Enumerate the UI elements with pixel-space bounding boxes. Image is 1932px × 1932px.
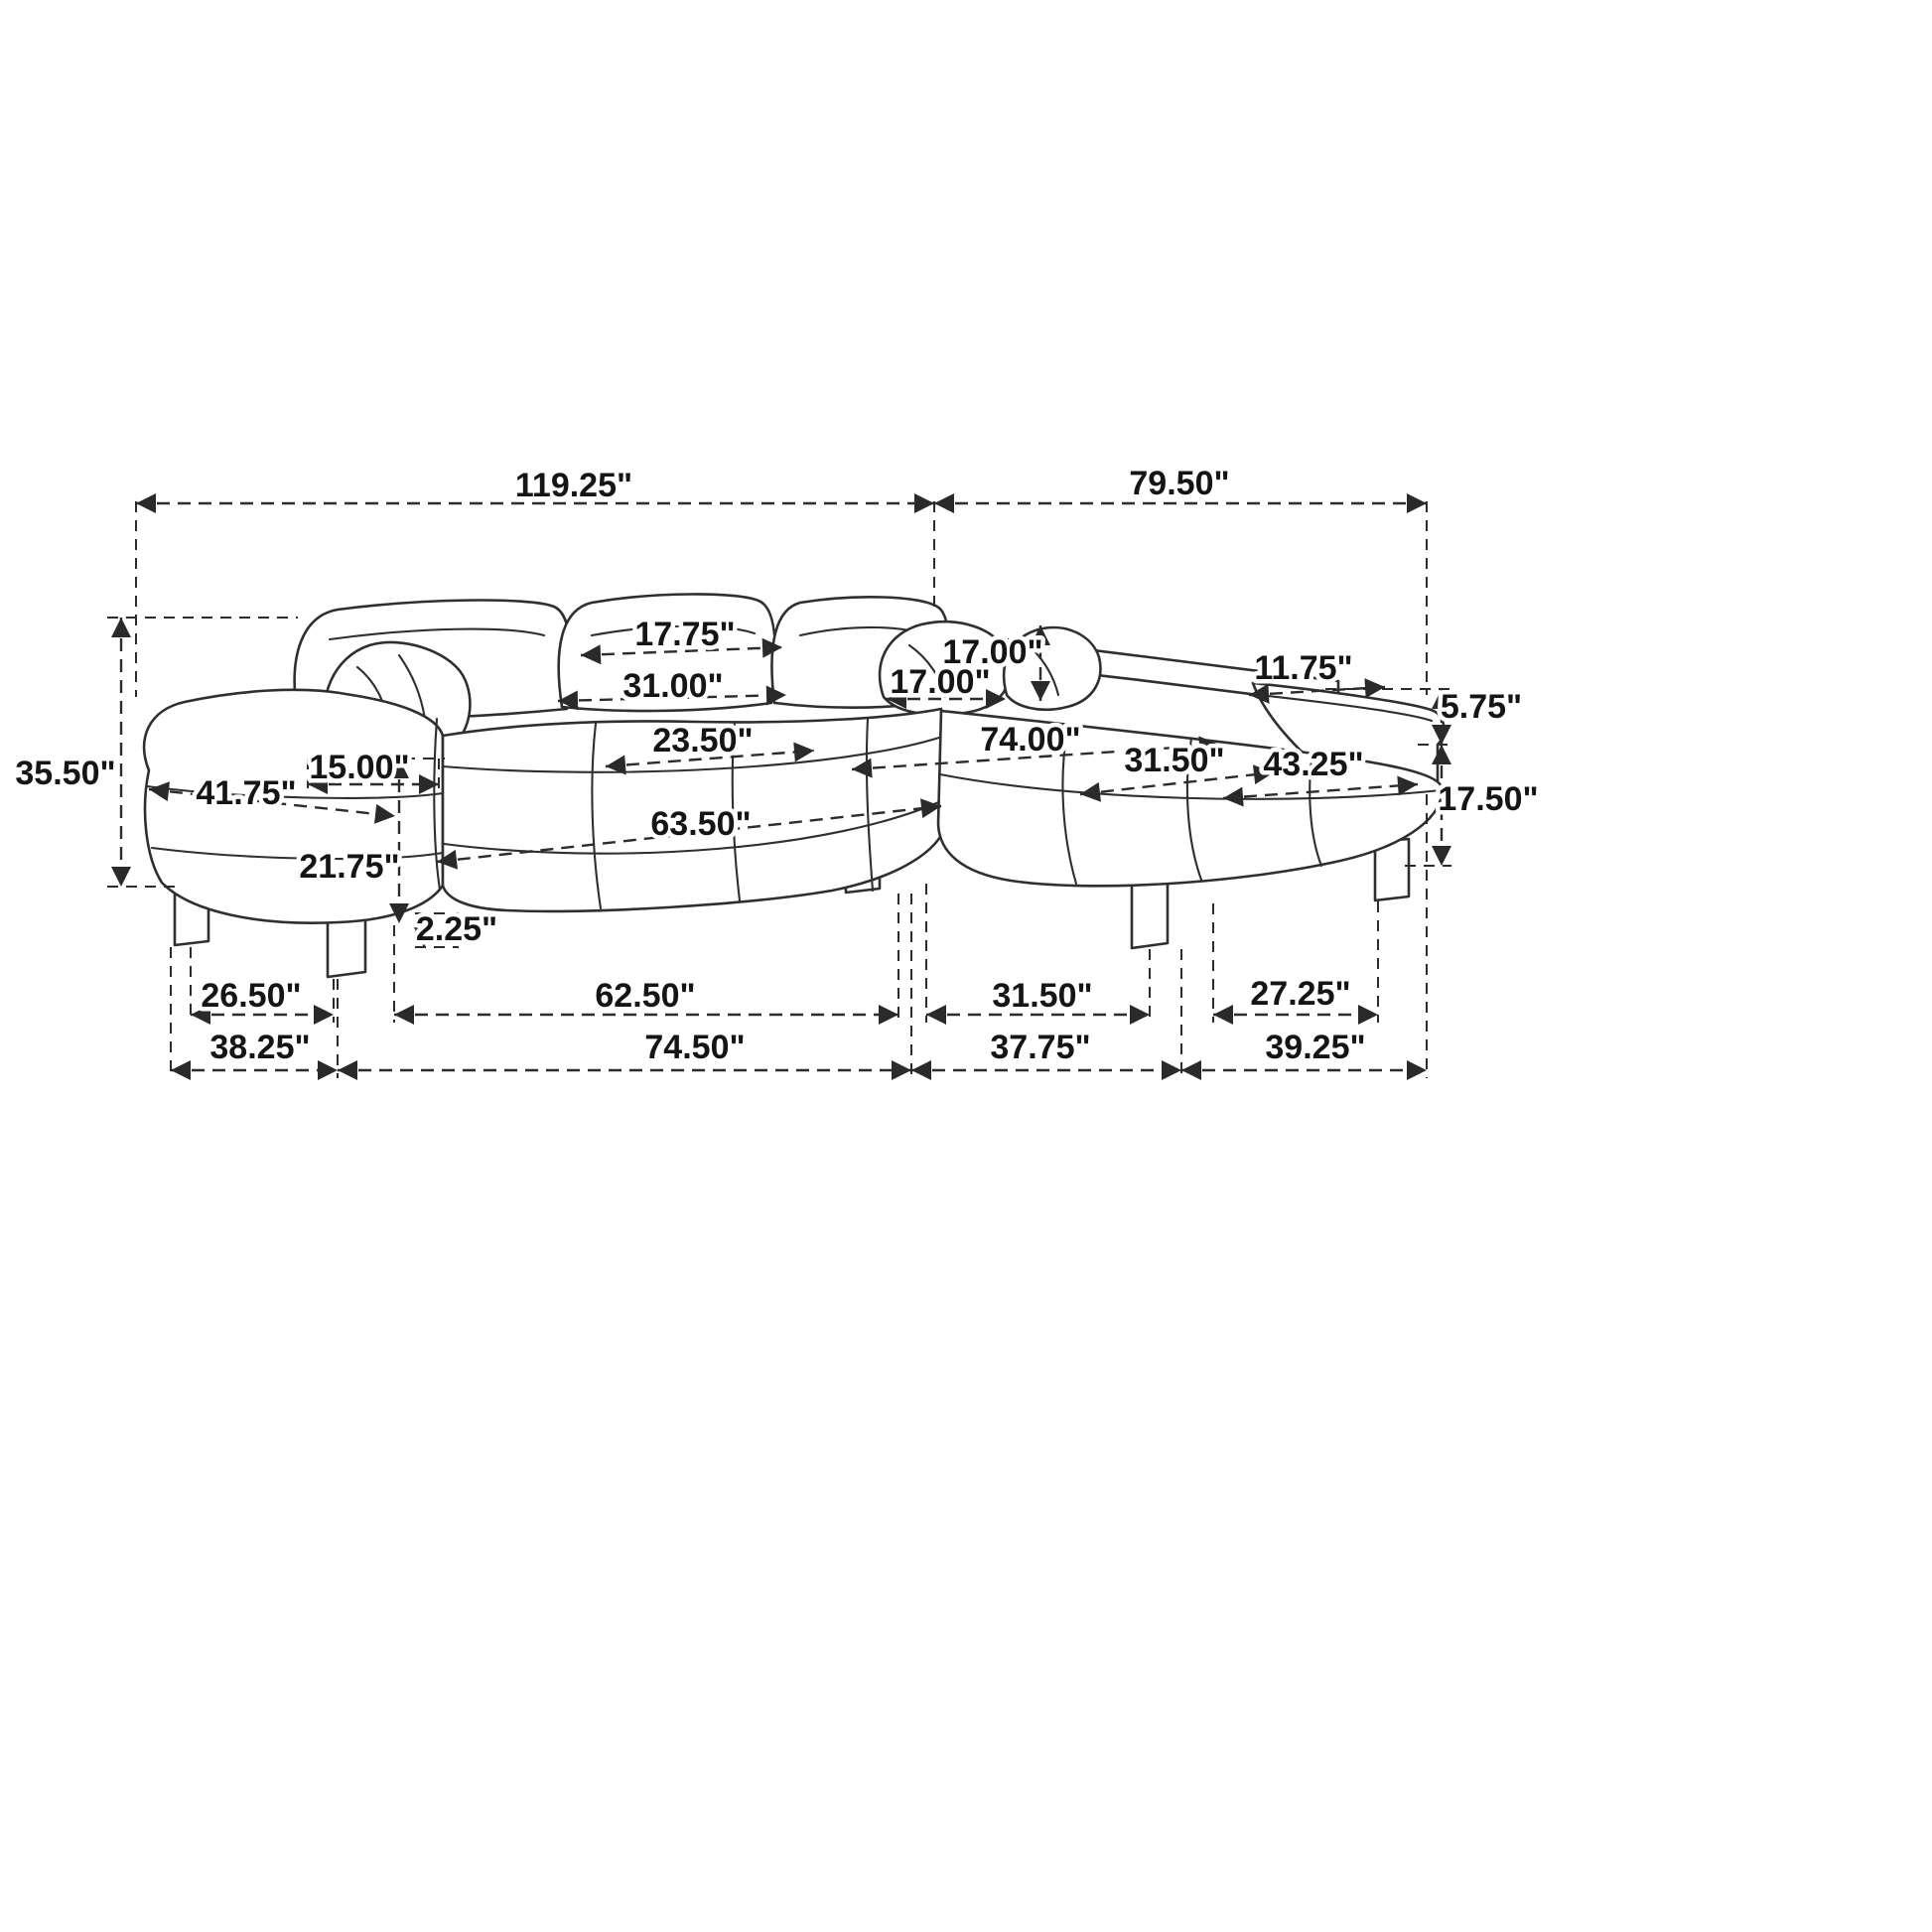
- dim-label-footprint-chaise-gap: 37.75": [990, 1029, 1090, 1066]
- dim-label-chaise-width: 31.50": [1124, 742, 1224, 779]
- dim-label-arm-width: 15.00": [309, 749, 409, 786]
- dim-label-footprint-left: 38.25": [209, 1029, 310, 1066]
- dim-label-footprint-center: 74.50": [644, 1029, 745, 1066]
- dim-label-overall-width-right: 79.50": [1129, 465, 1229, 502]
- dim-label-base-clearance: 2.25": [416, 910, 497, 948]
- dim-line-back-cushion-depth: [580, 637, 783, 665]
- dim-line-seat-depth: [605, 742, 815, 775]
- dim-label-footprint-right: 39.25": [1265, 1029, 1365, 1066]
- dim-label-chaise-length: 74.00": [980, 721, 1080, 759]
- dim-label-seat-width: 63.50": [650, 805, 751, 843]
- dim-line-arm-top-length: [1248, 678, 1386, 704]
- dim-label-back-cushion-depth: 17.75": [634, 616, 735, 653]
- dim-label-leg-spacing-left: 26.50": [201, 977, 301, 1015]
- dim-label-leg-spacing-center: 62.50": [595, 977, 695, 1015]
- dim-line-back-cushion-width: [557, 685, 787, 711]
- dim-label-sofa-depth: 41.75": [196, 774, 296, 812]
- sofa-leg: [1130, 879, 1170, 950]
- dim-label-arm-top-length: 11.75": [1254, 649, 1352, 687]
- dimension-lines: [111, 493, 1451, 1080]
- dim-line-chaise-seat-length: [1222, 775, 1419, 807]
- dim-label-pillow-width: 17.00": [890, 663, 990, 701]
- dim-line-chaise-width: [1079, 764, 1275, 802]
- dim-label-leg-spacing-chaise-gap: 31.50": [992, 977, 1092, 1015]
- dim-label-leg-spacing-right: 27.25": [1250, 975, 1350, 1013]
- dim-label-arm-above-seat: 5.75": [1441, 688, 1522, 726]
- extension-lines: [107, 501, 1451, 1078]
- dim-label-back-cushion-width: 31.00": [622, 667, 723, 705]
- dim-label-seat-depth: 23.50": [652, 722, 753, 759]
- dim-label-arm-front-height: 21.75": [299, 848, 399, 886]
- dim-label-overall-height: 35.50": [15, 755, 115, 792]
- dim-label-overall-width-left: 119.25": [515, 467, 632, 504]
- dimension-labels: 119.25" 79.50" 17.75" 31.00" 17.00" 17.0…: [11, 461, 1543, 1071]
- dim-label-pillow-height: 17.00": [942, 633, 1042, 671]
- dim-label-seat-height: 17.50": [1438, 780, 1538, 818]
- dim-line-seat-width: [436, 798, 942, 870]
- dim-label-chaise-seat-length: 43.25": [1263, 746, 1363, 783]
